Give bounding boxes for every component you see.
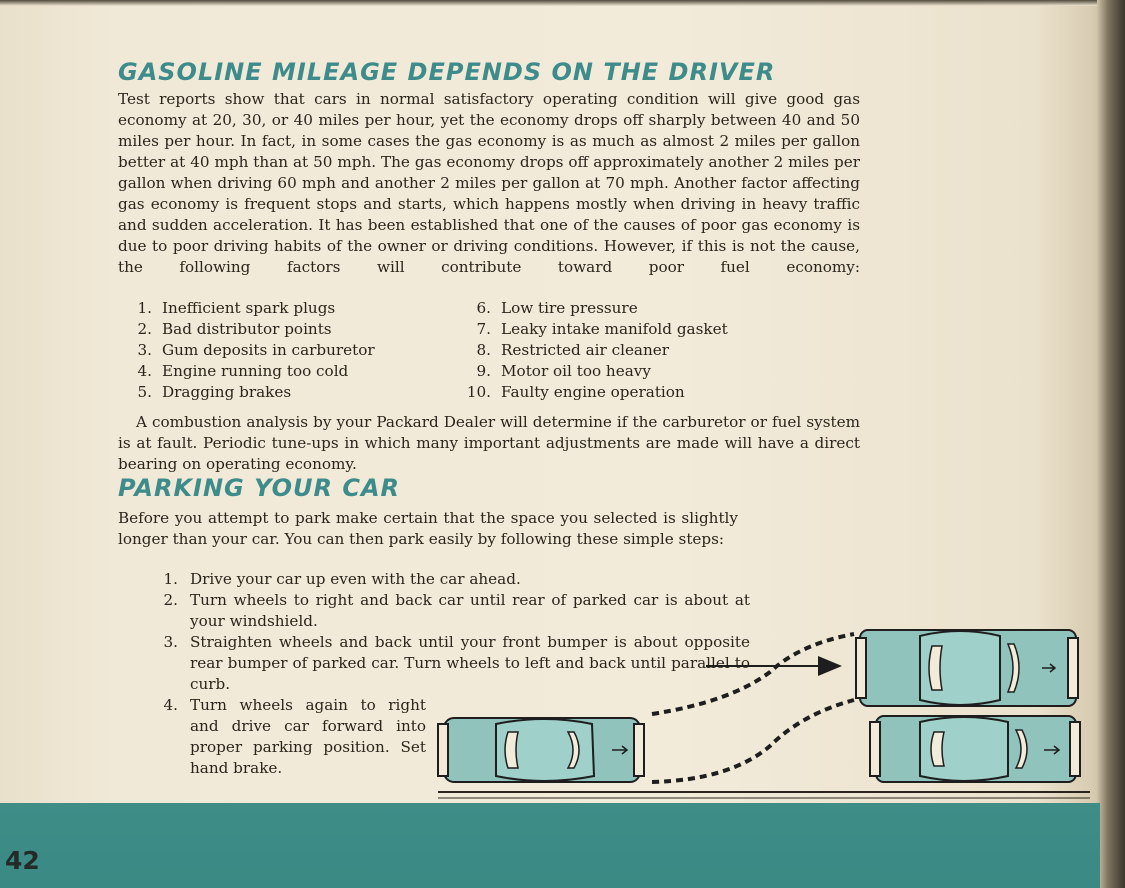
factor-item-number: 7.: [476, 320, 492, 338]
factor-item-number: 8.: [476, 341, 492, 359]
factor-item-number: 2.: [137, 320, 153, 338]
parked-car-ahead: [855, 629, 1079, 707]
factor-item-text: Leaky intake manifold gasket: [501, 320, 728, 338]
footer-band: [0, 803, 1100, 888]
step-item-text: Turn wheels again to right and drive car…: [190, 696, 426, 777]
step-item: 1. Drive your car up even with the car ah…: [150, 569, 750, 590]
factor-item-text: Restricted air cleaner: [501, 341, 670, 359]
factor-item-text: Low tire pressure: [501, 299, 638, 317]
page-number: 42: [5, 846, 40, 875]
step-item-number: 1.: [163, 570, 179, 588]
factor-item-number: 1.: [137, 299, 153, 317]
step-item-text: Turn wheels to right and back car until …: [190, 591, 750, 630]
top-shadow: [0, 0, 1125, 6]
factor-item: 3. Gum deposits in carburetor: [120, 340, 375, 361]
heading-mileage: GASOLINE MILEAGE DEPENDS ON THE DRIVER: [118, 58, 776, 86]
step-item: 2. Turn wheels to right and back car unti…: [150, 590, 751, 632]
factor-item-text: Dragging brakes: [162, 383, 292, 401]
parking-steps-list: 1. Drive your car up even with the car ah…: [150, 569, 751, 779]
mileage-intro: Test reports show that cars in normal sa…: [118, 90, 860, 276]
step-item: 4. Turn wheels again to right and drive c…: [150, 695, 750, 779]
parked-car-behind: [869, 715, 1081, 783]
step-item-number: 3.: [163, 633, 179, 651]
parking-diagram: [437, 629, 1090, 799]
factors-list-right: 6. Low tire pressure 7. Leaky intake manifo…: [455, 298, 728, 403]
factors-list-left: 1. Inefficient spark plugs 2. Bad distribut…: [120, 298, 375, 403]
heading-parking: PARKING YOUR CAR: [118, 474, 401, 502]
factor-item-number: 10.: [466, 383, 491, 401]
book-spine-edge: [1097, 0, 1125, 888]
factor-item-text: Motor oil too heavy: [501, 362, 651, 380]
step-item-text: Drive your car up even with the car ahea…: [190, 570, 521, 588]
step-item-text: Straighten wheels and back until your fr…: [190, 633, 750, 693]
factor-item: 5. Dragging brakes: [120, 382, 375, 403]
factor-item-text: Engine running too cold: [162, 362, 349, 380]
factor-item: 9. Motor oil too heavy: [455, 361, 728, 382]
step-item-number: 4.: [163, 696, 179, 714]
factor-item: 6. Low tire pressure: [455, 298, 728, 319]
factor-item: 2. Bad distributor points: [120, 319, 375, 340]
step-item: 3. Straighten wheels and back until your …: [150, 632, 751, 695]
factor-item-text: Faulty engine operation: [501, 383, 685, 401]
parking-intro: Before you attempt to park make certain …: [118, 509, 738, 548]
factor-item: 10. Faulty engine operation: [455, 382, 728, 403]
mileage-closing: A combustion analysis by your Packard De…: [118, 413, 860, 473]
factor-item-text: Gum deposits in carburetor: [162, 341, 375, 359]
your-car: [437, 717, 645, 783]
factor-item: 7. Leaky intake manifold gasket: [455, 319, 728, 340]
step-item-number: 2.: [163, 591, 179, 609]
curb-lines: [438, 791, 1090, 799]
path-lines: [651, 632, 855, 784]
factor-item-text: Inefficient spark plugs: [162, 299, 336, 317]
factor-item-number: 4.: [137, 362, 153, 380]
factor-item-text: Bad distributor points: [162, 320, 332, 338]
factor-item-number: 9.: [476, 362, 492, 380]
factor-item: 8. Restricted air cleaner: [455, 340, 728, 361]
factor-item-number: 6.: [476, 299, 492, 317]
factor-item-number: 5.: [137, 383, 153, 401]
factor-item: 4. Engine running too cold: [120, 361, 375, 382]
direction-arrow: [706, 656, 842, 676]
factor-item-number: 3.: [137, 341, 153, 359]
factor-item: 1. Inefficient spark plugs: [120, 298, 375, 319]
